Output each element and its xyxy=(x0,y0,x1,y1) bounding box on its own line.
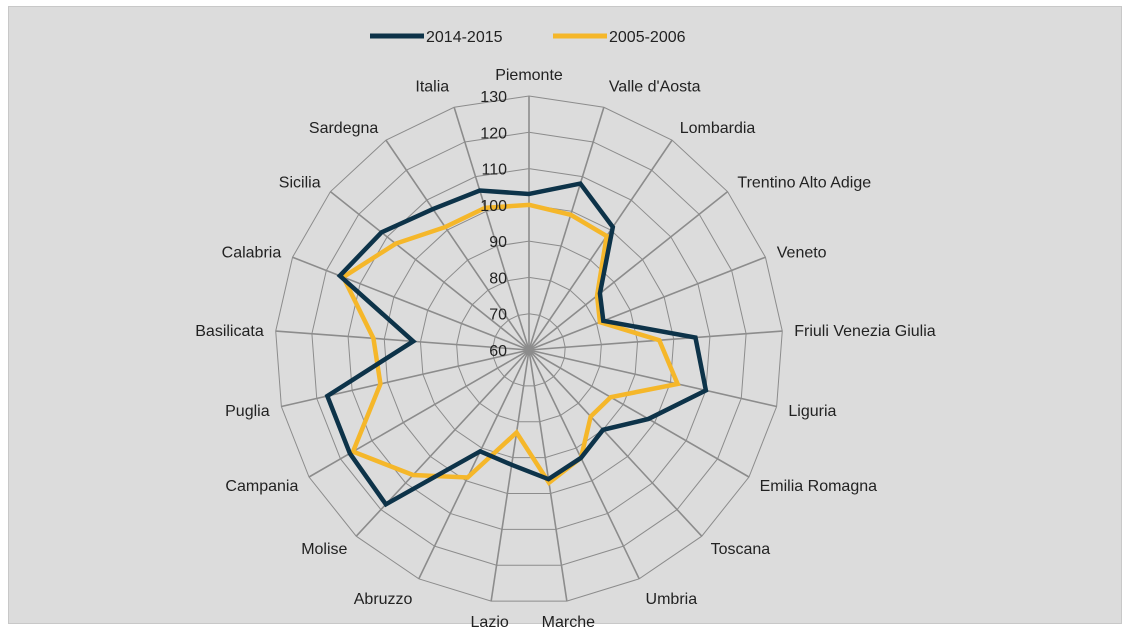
category-label-20: Italia xyxy=(415,79,449,96)
category-label-19: Sardegna xyxy=(309,120,378,137)
category-label-17: Calabria xyxy=(222,244,282,261)
radar-grid xyxy=(275,95,783,602)
tick-label-130: 130 xyxy=(480,89,507,106)
category-label-6: Liguria xyxy=(788,403,836,420)
category-label-7: Emilia Romagna xyxy=(760,478,877,495)
spoke-3 xyxy=(528,191,729,351)
spoke-18 xyxy=(329,191,530,351)
spoke-2 xyxy=(528,139,673,351)
category-label-15: Puglia xyxy=(225,403,270,420)
tick-label-120: 120 xyxy=(480,125,507,142)
tick-label-100: 100 xyxy=(480,198,507,215)
radar-series xyxy=(324,181,709,508)
category-label-1: Valle d'Aosta xyxy=(609,79,701,96)
category-label-2: Lombardia xyxy=(680,120,756,137)
legend-label-2014-2015: 2014-2015 xyxy=(426,29,503,46)
category-label-13: Molise xyxy=(301,541,347,558)
spoke-14 xyxy=(308,349,530,478)
category-label-0: Piemonte xyxy=(495,67,563,84)
series-line-2014-2015 xyxy=(324,181,709,508)
spoke-6 xyxy=(528,349,777,408)
tick-label-60: 60 xyxy=(489,343,507,360)
tick-label-110: 110 xyxy=(481,162,507,179)
spoke-19 xyxy=(385,139,530,351)
tick-label-80: 80 xyxy=(489,270,507,287)
legend-label-2005-2006: 2005-2006 xyxy=(609,29,686,46)
radial-tick-labels: 60 70 80 90 100 110 120 130 xyxy=(480,89,507,360)
category-label-10: Marche xyxy=(542,614,595,631)
category-label-11: Lazio xyxy=(471,614,509,631)
chart-area xyxy=(8,6,1122,624)
series-line-2005-2006 xyxy=(340,202,681,487)
grid-ring-130 xyxy=(275,95,783,602)
category-label-14: Campania xyxy=(225,478,298,495)
spoke-15 xyxy=(281,349,530,408)
grid-ring-70 xyxy=(492,313,566,387)
category-label-12: Abruzzo xyxy=(354,591,413,608)
spoke-16 xyxy=(275,330,530,351)
spoke-8 xyxy=(528,349,703,537)
category-label-8: Toscana xyxy=(711,541,771,558)
grid-ring-90 xyxy=(419,240,639,459)
grid-ring-80 xyxy=(456,276,602,423)
spoke-10 xyxy=(528,349,568,602)
category-label-9: Umbria xyxy=(646,591,698,608)
legend: 2014-2015 2005-2006 xyxy=(370,29,686,46)
spoke-12 xyxy=(418,349,530,580)
tick-label-90: 90 xyxy=(489,234,507,251)
spoke-4 xyxy=(528,256,766,351)
category-label-16: Basilicata xyxy=(195,323,264,340)
category-label-3: Trentino Alto Adige xyxy=(737,175,871,192)
category-label-4: Veneto xyxy=(777,244,827,261)
radar-spokes xyxy=(275,96,783,602)
spoke-9 xyxy=(528,349,640,580)
category-label-5: Friuli Venezia Giulia xyxy=(794,323,936,340)
category-label-18: Sicilia xyxy=(279,175,321,192)
spoke-17 xyxy=(292,256,530,351)
grid-ring-120 xyxy=(311,131,747,566)
tick-label-70: 70 xyxy=(489,307,507,324)
grid-ring-100 xyxy=(383,204,675,495)
spoke-11 xyxy=(490,349,530,602)
spoke-1 xyxy=(528,107,605,351)
spoke-20 xyxy=(453,107,530,351)
spoke-7 xyxy=(528,349,750,478)
